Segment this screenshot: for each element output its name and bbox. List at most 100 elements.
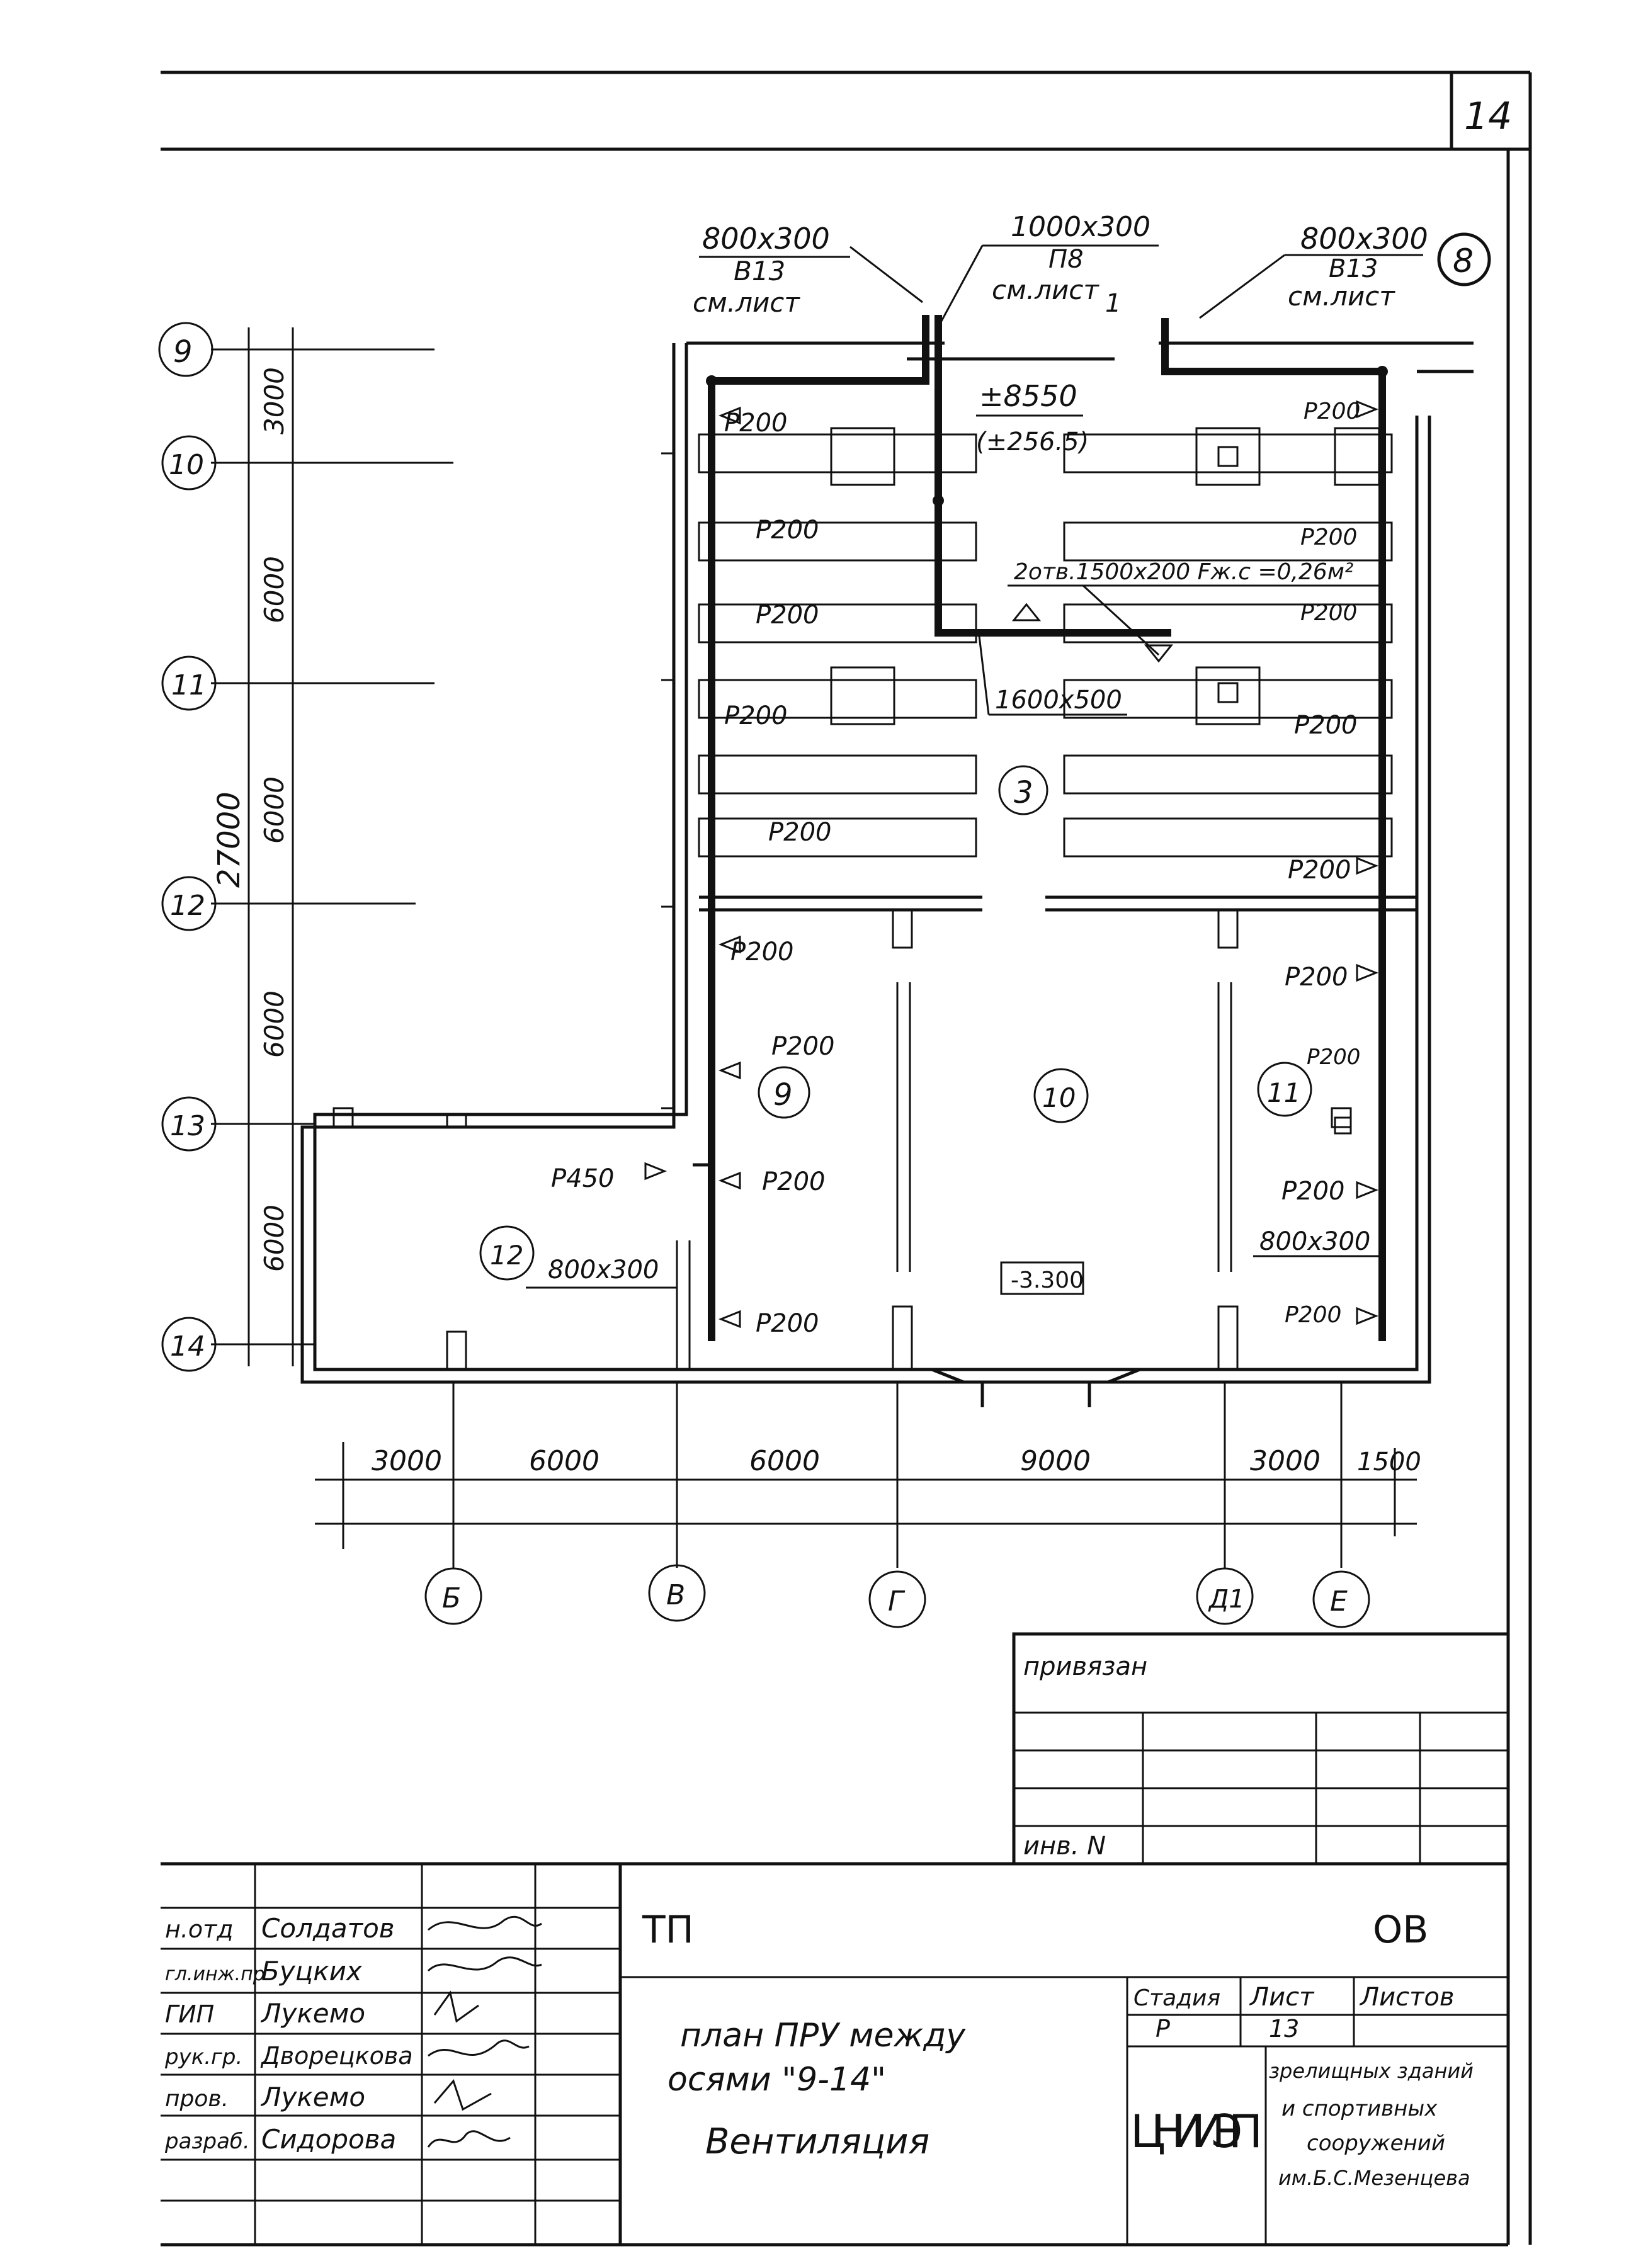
drawing-label: 3000 (372, 1445, 442, 1477)
privyazan-block: привязан инв. N (1012, 1632, 1510, 1866)
drawing-label: 13 (170, 1110, 205, 1142)
duct-callout-right: 800x300 В13 см.лист 8 (1199, 222, 1491, 319)
drawing-label: 6000 (749, 1445, 820, 1477)
bottom-axes: 3000 6000 6000 9000 3000 1500 Б В Г Д1 Е (315, 1382, 1421, 1628)
drawing-label: 14 (170, 1330, 205, 1363)
drawing-label: см.лист (693, 287, 800, 318)
drawing-label: 800x300 (702, 222, 830, 256)
drawing-label: В (666, 1579, 685, 1611)
role-0: н.отд (165, 1915, 234, 1943)
title-line-1: план ПРУ между (680, 2017, 966, 2055)
sheet-number: 14 (1464, 94, 1512, 139)
grille-left-6: P200 (730, 938, 793, 967)
duct-callout-left: 800x300 В13 см.лист (693, 222, 923, 318)
left-axes: 9 10 11 12 13 14 3000 6000 6000 6000 600… (158, 322, 453, 1372)
grille-right-6: P200 (1285, 963, 1348, 992)
drawing-label: В13 (1329, 254, 1378, 283)
title-line-3: Вентиляция (705, 2121, 929, 2162)
grille-right-8: P200 (1281, 1177, 1344, 1206)
title-line-2: осями "9-14" (667, 2061, 886, 2099)
grille-right-3: P200 (1300, 600, 1357, 626)
room-3: 3 (1014, 775, 1033, 810)
name-4: Лукемо (260, 2082, 365, 2112)
stage-value: Р (1156, 2015, 1170, 2043)
drawing-label: 9000 (1020, 1445, 1091, 1477)
drawing-label: 9 (173, 334, 193, 370)
elevation-floor: -3.300 (1011, 1267, 1084, 1293)
drawing-label: 6000 (259, 1205, 290, 1272)
drawing-label: см.лист (1288, 281, 1395, 312)
role-1: гл.инж.пр (165, 1963, 265, 1985)
title-block: н.отд гл.инж.пр ГИП рук.гр. пров. разраб… (161, 1862, 1508, 2247)
role-5: разраб. (164, 2129, 250, 2154)
drawing-label: 800x300 (1300, 222, 1428, 256)
grille-right-9: P200 (1285, 1302, 1341, 1328)
drawing-label: 6000 (259, 990, 290, 1058)
drawing-label: 27000 (212, 791, 247, 888)
duct-callout-center: 1000x300 П8 см.лист 1 (940, 211, 1159, 322)
room-12: 12 (490, 1240, 523, 1271)
org-line-1: зрелищных зданий (1269, 2059, 1474, 2083)
opening-note: 2отв.1500x200 Fж.с =0,26м² (1014, 559, 1353, 585)
drawing-label: 3000 (1250, 1445, 1321, 1477)
signature-0 (428, 1915, 542, 1931)
code-tp: ТП (642, 1908, 694, 1952)
sheet-label: Лист (1249, 1983, 1315, 2012)
name-1: Буцких (261, 1956, 363, 1987)
drawing-label: 11 (171, 669, 207, 701)
grille-left-2: P200 (756, 516, 819, 545)
role-2: ГИП (165, 2000, 214, 2028)
grille-p450: P450 (551, 1164, 614, 1193)
sheet-value: 13 (1269, 2015, 1299, 2043)
role-3: рук.гр. (164, 2044, 242, 2070)
org-line-2: и спортивных (1281, 2096, 1438, 2121)
drawing-label: 10 (169, 449, 204, 481)
drawing-label: Д1 (1208, 1585, 1245, 1614)
drawing-label: Б (442, 1582, 461, 1614)
drawing-label: 8 (1453, 242, 1474, 280)
org-line-3: сооружений (1307, 2131, 1445, 2156)
drawing-label: 6000 (259, 556, 290, 623)
drawing-label: 6000 (259, 776, 290, 844)
duct-1600-label: 1600x500 (995, 686, 1122, 715)
elevation-top: ±8550 (979, 379, 1077, 413)
grille-left-8: P200 (762, 1167, 825, 1196)
drawing-label: см.лист (992, 275, 1099, 305)
org-logo: ЦНИИЭП (1130, 2105, 1263, 2158)
drawing-label: П8 (1048, 245, 1084, 274)
drawing-label: 3000 (259, 367, 290, 434)
grille-right-7: P200 (1307, 1045, 1360, 1070)
code-ov: ОВ (1373, 1908, 1428, 1952)
room-11: 11 (1267, 1077, 1300, 1108)
signature-3 (428, 2039, 530, 2057)
drawing-label: 6000 (529, 1445, 599, 1477)
name-0: Солдатов (261, 1913, 395, 1944)
signature-4 (433, 2079, 492, 2111)
drawing-label: Е (1330, 1585, 1348, 1618)
duct-800-right-label: 800x300 (1259, 1227, 1370, 1256)
signature-5 (427, 2130, 511, 2148)
duct-800-left-label: 800x300 (548, 1256, 659, 1284)
drawing-label: 1500 (1357, 1448, 1421, 1477)
grille-left-7: P200 (771, 1032, 834, 1061)
room-labels: 3 9 10 11 12 (479, 765, 1312, 1281)
duct-runs (693, 315, 1388, 1341)
stage-label: Стадия (1133, 1985, 1220, 2011)
grille-tags: P200 P200 P200 P200 P200 P200 P200 P200 … (551, 399, 1379, 1338)
drawing-label: 1 (1105, 289, 1121, 318)
room-9: 9 (773, 1077, 793, 1113)
sheets-label: Листов (1359, 1983, 1454, 2012)
sheet-frame (161, 71, 1532, 2245)
grille-left-1: P200 (724, 409, 787, 438)
signature-1 (427, 1956, 542, 1972)
grille-left-5: P200 (768, 818, 831, 847)
grille-left-3: P200 (756, 601, 819, 630)
privyazan-label: привязан (1023, 1652, 1147, 1681)
grille-right-2: P200 (1300, 524, 1357, 550)
grille-right-5: P200 (1288, 856, 1351, 885)
grille-left-9: P200 (756, 1309, 819, 1338)
drawing-label: Г (888, 1585, 906, 1618)
drawing-label: 1000x300 (1011, 211, 1150, 243)
drawing-label: 12 (170, 890, 205, 922)
